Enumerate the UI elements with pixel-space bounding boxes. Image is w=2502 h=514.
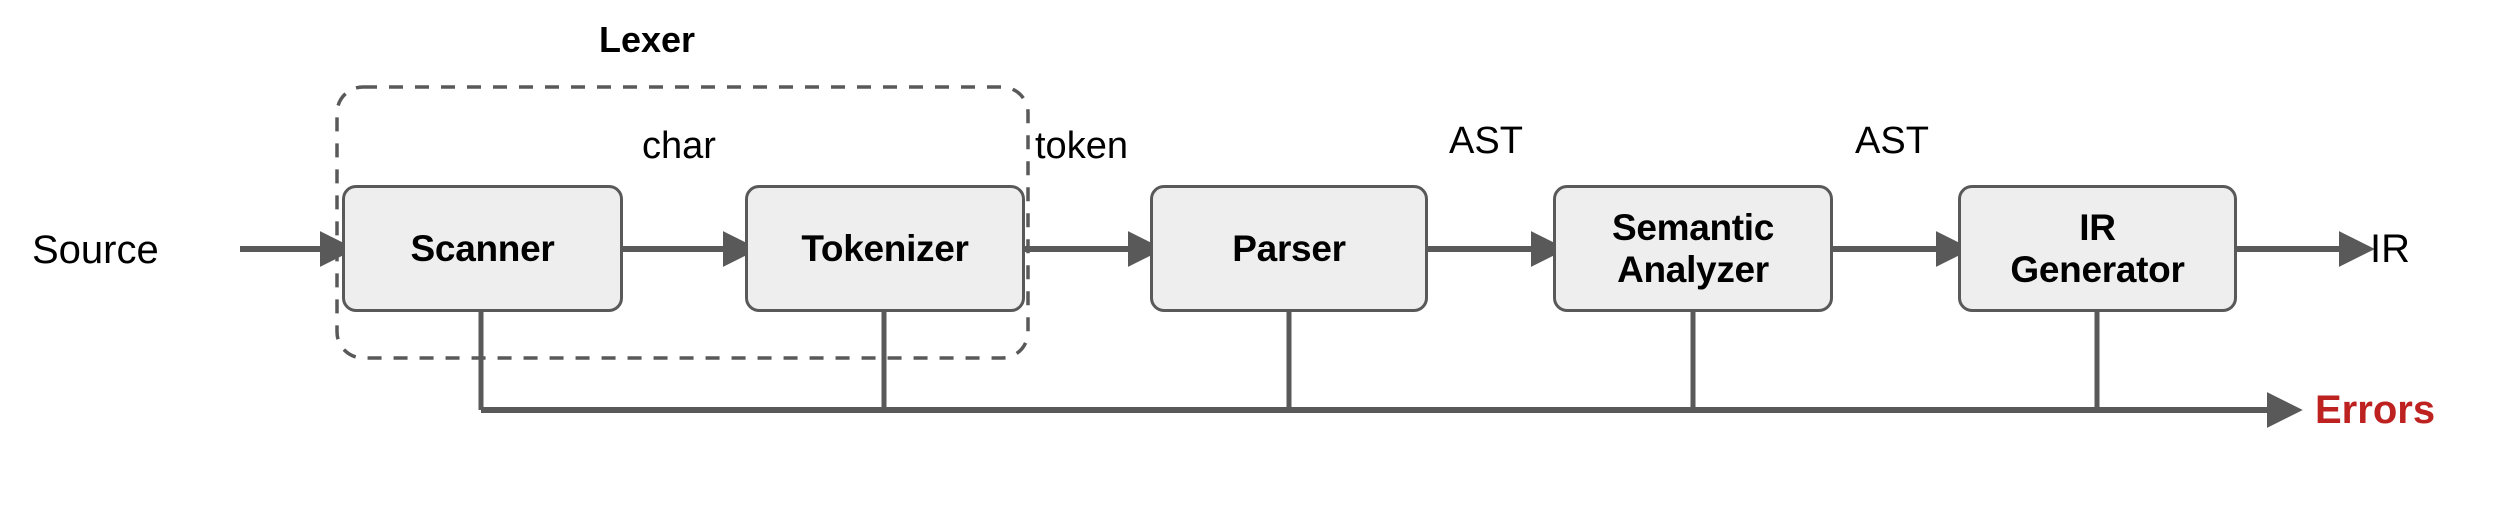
output-label-ir: IR (2370, 227, 2410, 271)
edge-label-ast-2: AST (1855, 120, 1929, 162)
node-parser[interactable]: Parser (1150, 185, 1428, 312)
node-scanner-label: Scanner (410, 227, 555, 269)
node-tokenizer[interactable]: Tokenizer (745, 185, 1025, 312)
input-label-source: Source (32, 228, 159, 272)
node-scanner[interactable]: Scanner (342, 185, 623, 312)
node-semantic-analyzer-label: Semantic Analyzer (1611, 207, 1775, 290)
edge-label-token: token (1035, 125, 1128, 167)
lexer-group-boundary (335, 85, 1030, 360)
node-ir-generator-label: IR Generator (2010, 207, 2185, 290)
lexer-group-title: Lexer (598, 19, 696, 60)
node-ir-generator[interactable]: IR Generator (1958, 185, 2237, 312)
output-label-errors: Errors (2315, 388, 2436, 432)
node-parser-label: Parser (1232, 227, 1346, 269)
edge-label-ast-1: AST (1449, 120, 1523, 162)
node-tokenizer-label: Tokenizer (801, 227, 969, 269)
edge-label-char: char (642, 125, 716, 167)
node-semantic-analyzer[interactable]: Semantic Analyzer (1553, 185, 1833, 312)
